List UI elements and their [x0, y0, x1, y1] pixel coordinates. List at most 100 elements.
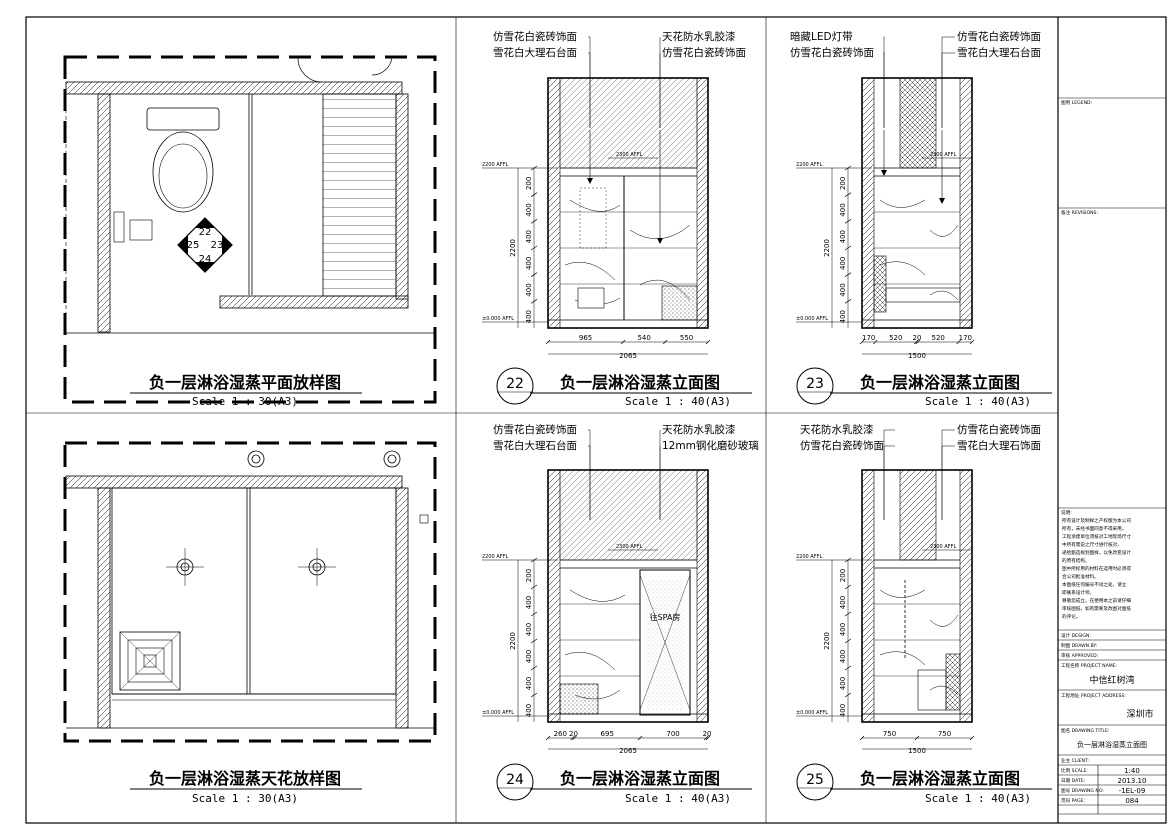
page-value: 084 — [1125, 797, 1139, 805]
note-line-7: 图中所标用的材料在选用时必须得 — [1062, 565, 1131, 572]
note-line-9: 本图纸任何编号不试之处，请立 — [1062, 581, 1127, 588]
project-name: 中信红树湾 — [1089, 674, 1134, 686]
elevation-22-drawing — [547, 77, 709, 329]
e23-vdim-3: 400 — [839, 230, 847, 243]
note-line-10: 即联系设计师。 — [1062, 589, 1094, 596]
e25-callout-right-2: 雪花白大理石饰面 — [957, 439, 1041, 452]
legend-label: 图例 LEGEND: — [1061, 99, 1093, 106]
e25-level-floor: ±0.000 AFFL — [796, 710, 828, 716]
elevation-25-title-block: 25 负一层淋浴湿蒸立面图 Scale 1 : 40(A3) — [796, 763, 1052, 805]
revisions-label: 备注 REVISIONS: — [1061, 209, 1098, 216]
e23-callout-left-1: 暗藏LED灯带 — [790, 30, 853, 43]
checked-label: 审核 APPROVED: — [1061, 652, 1099, 659]
note-line-6: 的原有结构。 — [1062, 557, 1090, 564]
e22-annotations — [482, 36, 711, 355]
e25-callout-left-2: 仿雪花白瓷砖饰面 — [800, 439, 884, 452]
e24-annotations — [482, 429, 711, 750]
e22-callout-left-2: 雪花白大理石台面 — [493, 46, 577, 59]
e23-vdim-total: 2200 — [823, 239, 831, 257]
drawing-title-label: 图名 DRAWING TITLE: — [1061, 727, 1110, 734]
date-label: 日期 DATE: — [1061, 778, 1086, 784]
note-line-2: 所有，未经书面同意不得采用。 — [1062, 525, 1126, 532]
e22-vdim-total: 2200 — [509, 239, 517, 257]
note-line-12: 审核图纸，如有需要及改图对图纸 — [1062, 605, 1131, 612]
e23-level-2200: 2200 AFFL — [796, 162, 822, 168]
client-label: 业主 CLIENT: — [1061, 757, 1089, 764]
e24-number: 24 — [506, 772, 524, 788]
e24-title: 负一层淋浴湿蒸立面图 — [560, 769, 720, 788]
note-line-11: 尊敬您成立，在便用本之前请仔细 — [1062, 597, 1131, 604]
sheet-frame — [25, 16, 1167, 824]
e23-callout-left-2: 仿雪花白瓷砖饰面 — [790, 46, 874, 59]
e24-vdim-6: 400 — [525, 704, 533, 717]
marker-23: 23 — [211, 240, 224, 251]
note-line-1: 所有设计及制样之产权版为本公司 — [1062, 517, 1131, 524]
e23-callout-right-2: 雪花白大理石台面 — [957, 46, 1041, 59]
e24-hdim-1: 260 — [554, 730, 567, 738]
e23-level-floor: ±0.000 AFFL — [796, 316, 828, 322]
e22-hdim-1: 965 — [579, 334, 592, 342]
door-label-spa: 往SPA房 — [650, 612, 681, 622]
e22-hdim-3: 550 — [680, 334, 693, 342]
e25-vdim-6: 400 — [839, 704, 847, 717]
e25-callout-right-1: 仿雪花白瓷砖饰面 — [957, 423, 1041, 436]
e22-hdim-2: 540 — [637, 334, 650, 342]
e24-hdim-5: 20 — [703, 730, 712, 738]
e22-level-2200: 2200 AFFL — [482, 162, 508, 168]
e25-number: 25 — [806, 772, 824, 788]
project-label: 工程名称 PROJECT NAME: — [1061, 662, 1118, 669]
e23-title: 负一层淋浴湿蒸立面图 — [860, 373, 1020, 392]
e22-scale: Scale 1 : 40(A3) — [625, 395, 731, 408]
ceiling-title: 负一层淋浴湿蒸天花放样图 — [149, 769, 341, 788]
e24-vdim-4: 400 — [525, 650, 533, 663]
e25-annotations — [796, 429, 975, 750]
e23-vdim-2: 400 — [839, 203, 847, 216]
e23-hdim-total: 1500 — [908, 352, 926, 360]
e24-callout-left-2: 雪花白大理石台面 — [493, 439, 577, 452]
e23-hdim-3: 20 — [913, 334, 922, 342]
note-line-4: 中所有需说之尺寸进行核对， — [1062, 541, 1122, 548]
e22-vdim-4: 400 — [525, 257, 533, 270]
e24-vdim-1: 200 — [525, 569, 533, 582]
plan-scale: Scale 1 : 30(A3) — [192, 395, 298, 408]
e25-vdim-1: 200 — [839, 569, 847, 582]
e22-callout-right-2: 仿雪花白瓷砖饰面 — [662, 46, 746, 59]
note-line-13: 的评论。 — [1062, 613, 1080, 620]
e22-callout-right-1: 天花防水乳胶漆 — [662, 30, 736, 43]
title-block: 图例 LEGEND: 备注 REVISIONS: 说明: 所有设计及制样之产权版… — [1058, 97, 1166, 815]
e24-scale: Scale 1 : 40(A3) — [625, 792, 731, 805]
e25-vdim-2: 400 — [839, 596, 847, 609]
e24-hdim-3: 695 — [601, 730, 614, 738]
ceiling-lights — [166, 450, 429, 586]
drawn-label: 制图 DRAWN BY: — [1061, 642, 1098, 649]
e24-vdim-3: 400 — [525, 623, 533, 636]
address-label: 工程地址 PROJECT ADDRESS: — [1061, 692, 1126, 699]
section-markers: 22 25 23 24 — [177, 217, 233, 273]
notes-text: 所有设计及制样之产权版为本公司所有，未经书面同意不得采用。工程承建单位须核对工地… — [1062, 517, 1131, 620]
project-address: 深圳市 — [1126, 708, 1153, 720]
e22-level-2300: 2300 AFFL — [616, 152, 642, 158]
e25-scale: Scale 1 : 40(A3) — [925, 792, 1031, 805]
e25-hdim-1: 750 — [883, 730, 896, 738]
elevation-23-title-block: 23 负一层淋浴湿蒸立面图 Scale 1 : 40(A3) — [796, 367, 1052, 408]
e23-number: 23 — [806, 376, 824, 392]
e23-scale: Scale 1 : 40(A3) — [925, 395, 1031, 408]
e25-callout-left-1: 天花防水乳胶漆 — [800, 423, 874, 436]
e23-callout-right-1: 仿雪花白瓷砖饰面 — [957, 30, 1041, 43]
e24-level-2200: 2200 AFFL — [482, 554, 508, 560]
e23-hdim-4: 520 — [932, 334, 945, 342]
e24-hdim-total: 2065 — [619, 747, 637, 755]
e23-vdim-1: 200 — [839, 177, 847, 190]
ceiling-drawing — [63, 441, 437, 743]
plan-title: 负一层淋浴湿蒸平面放样图 — [149, 373, 341, 392]
ceiling-scale: Scale 1 : 30(A3) — [192, 792, 298, 805]
e22-vdim-2: 400 — [525, 203, 533, 216]
marker-24: 24 — [199, 254, 212, 265]
e22-vdim-3: 400 — [525, 230, 533, 243]
e24-hdim-2: 20 — [569, 730, 578, 738]
scale-label: 比例 SCALE: — [1061, 767, 1088, 774]
e25-vdim-4: 400 — [839, 650, 847, 663]
e25-title: 负一层淋浴湿蒸立面图 — [860, 769, 1020, 788]
